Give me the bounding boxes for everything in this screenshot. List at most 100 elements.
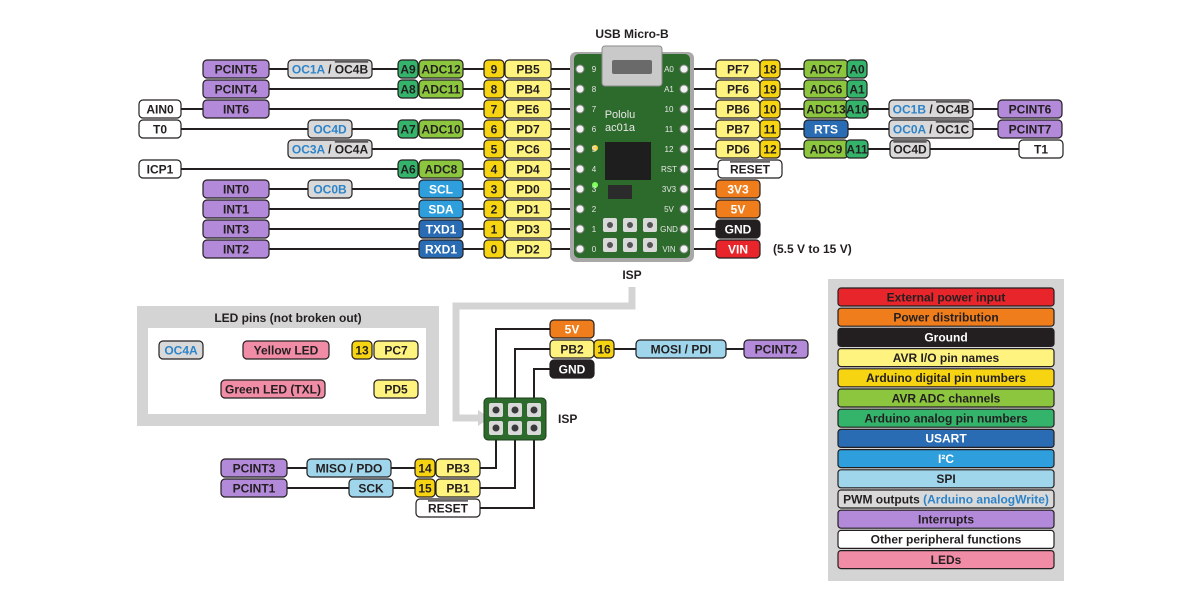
digital-pin-4-text: 4 <box>491 162 498 176</box>
pwm-oc4a: OC4A <box>158 340 204 360</box>
legend-label-main: Interrupts <box>918 513 974 527</box>
legend-label-main: AVR I/O pin names <box>893 351 1000 365</box>
green-led-label: Green LED (TXL) <box>220 379 326 399</box>
comm-txd1-text: TXD1 <box>426 222 457 236</box>
pwm-signal: OC4B <box>335 62 369 76</box>
legend-label-main: SPI <box>936 472 955 486</box>
silk-right-label: 3V3 <box>662 185 677 194</box>
reset-pin-bg <box>717 159 783 179</box>
analog-a7-bg <box>397 119 419 139</box>
digital-pin-9-text: 9 <box>491 62 498 76</box>
io-pb1: PB1 <box>435 478 481 498</box>
green-led-label-bg <box>220 379 326 399</box>
io-pd2: PD2 <box>504 239 552 259</box>
pwm-r-2-bg <box>888 99 974 119</box>
adc-adc11-bg <box>418 79 464 99</box>
adc-adc12-text: ADC12 <box>421 62 461 76</box>
pwm-r-2: OC1B / OC4B <box>888 99 974 119</box>
power-5v-bg <box>715 199 761 219</box>
pwm-r-2-text: OC1B / OC4B <box>893 102 970 116</box>
interrupt-pcint3-bg <box>220 458 288 478</box>
isp-pad-hole <box>607 242 613 248</box>
analog-a10-bg <box>845 99 869 119</box>
io-pd1-bg <box>504 199 552 219</box>
legend-item: Other peripheral functions <box>837 529 1055 550</box>
io-pd4-bg <box>504 159 552 179</box>
other-icp1: ICP1 <box>138 159 182 179</box>
interrupt-int1-text: INT1 <box>223 202 249 216</box>
io-pb3: PB3 <box>435 458 481 478</box>
pwm-pc6-text: OC3A / OC4A <box>292 142 369 156</box>
analog-a8-bg <box>397 79 419 99</box>
io-pc7: PC7 <box>373 340 419 360</box>
legend-item: LEDs <box>837 549 1055 570</box>
comm-scl: SCL <box>418 179 464 199</box>
isp-gnd: GND <box>549 359 595 379</box>
digital-pin-3-bg <box>483 179 505 199</box>
legend-item: AVR ADC channels <box>837 388 1055 408</box>
isp-pb2: PB2 <box>549 339 595 359</box>
comm-txd1-bg <box>418 219 464 239</box>
io-pd6: PD6 <box>715 139 761 159</box>
left-pin-hole <box>575 124 585 134</box>
interrupt-int2-text: INT2 <box>223 242 249 256</box>
isp-header-hole <box>511 424 519 432</box>
legend-label: Arduino analog pin numbers <box>864 412 1028 426</box>
interrupt-pcint7: PCINT7 <box>997 119 1063 139</box>
isp-header-hole <box>530 424 538 432</box>
pwm-r-3-bg <box>888 119 974 139</box>
io-pb5-bg <box>504 59 552 79</box>
analog-a0: A0 <box>846 59 868 79</box>
interrupt-pcint2-bg <box>743 339 809 359</box>
digital-pin-13-bg <box>351 340 373 360</box>
left-pin-hole <box>575 104 585 114</box>
pwm-signal: OC0B <box>313 182 347 196</box>
silk-right-label: A0 <box>664 65 674 74</box>
legend-item: Arduino analog pin numbers <box>837 408 1055 428</box>
silk-right-label: GND <box>660 225 678 234</box>
other-t0-text: T0 <box>153 122 167 136</box>
isp-pad-hole <box>607 222 613 228</box>
legend-label: I²C <box>938 452 954 466</box>
comm-rts-text: RTS <box>814 122 838 136</box>
other-t1: T1 <box>1018 139 1064 159</box>
left-pin-hole <box>575 84 585 94</box>
digital-pin-6-text: 6 <box>491 122 498 136</box>
legend-swatch <box>837 287 1055 307</box>
digital-pin-14: 14 <box>414 458 436 478</box>
adc-adc13: ADC13 <box>803 99 849 119</box>
digital-pin-6: 6 <box>483 119 505 139</box>
interrupt-int0-bg <box>202 179 270 199</box>
pwm-r-4-oc4d-r: OC4D <box>889 139 931 159</box>
pwm-signal: OC0A <box>893 122 927 136</box>
board-name: Pololu <box>605 109 636 121</box>
isp-sck-wire <box>248 437 516 489</box>
io-pe6-text: PE6 <box>517 102 540 116</box>
legend-swatch <box>837 307 1055 327</box>
digital-pin-3: 3 <box>483 179 505 199</box>
silk-right-label: 10 <box>665 105 674 114</box>
ground-pin: GND <box>715 219 761 239</box>
interrupt-pcint5-bg <box>202 59 270 79</box>
left-pin-hole <box>575 164 585 174</box>
legend-item: Ground <box>837 327 1055 347</box>
legend-item: External power input <box>837 287 1055 307</box>
legend-label-extra: (Arduino analogWrite) <box>923 492 1049 506</box>
legend-label-main: Other peripheral functions <box>871 533 1022 547</box>
legend-label-main: Arduino digital pin numbers <box>866 371 1026 385</box>
analog-a6-bg <box>397 159 419 179</box>
pwm-signal: OC1B <box>893 102 927 116</box>
legend-item: Arduino digital pin numbers <box>837 368 1055 388</box>
legend-swatch <box>837 348 1055 368</box>
right-pin-hole <box>679 184 689 194</box>
pwm-r-4-oc4d-r-bg <box>889 139 931 159</box>
usb-port <box>612 60 652 74</box>
legend-swatch <box>837 327 1055 347</box>
legend-item: AVR I/O pin names <box>837 348 1055 368</box>
pwm-r-3-text: OC0A / OC1C <box>893 122 970 136</box>
interrupt-pcint6-text: PCINT6 <box>1009 102 1052 116</box>
left-pin-hole <box>575 244 585 254</box>
reset-pin-text: RESET <box>730 162 771 176</box>
adc-adc12-bg <box>418 59 464 79</box>
silk-left-label: 1 <box>592 225 597 234</box>
